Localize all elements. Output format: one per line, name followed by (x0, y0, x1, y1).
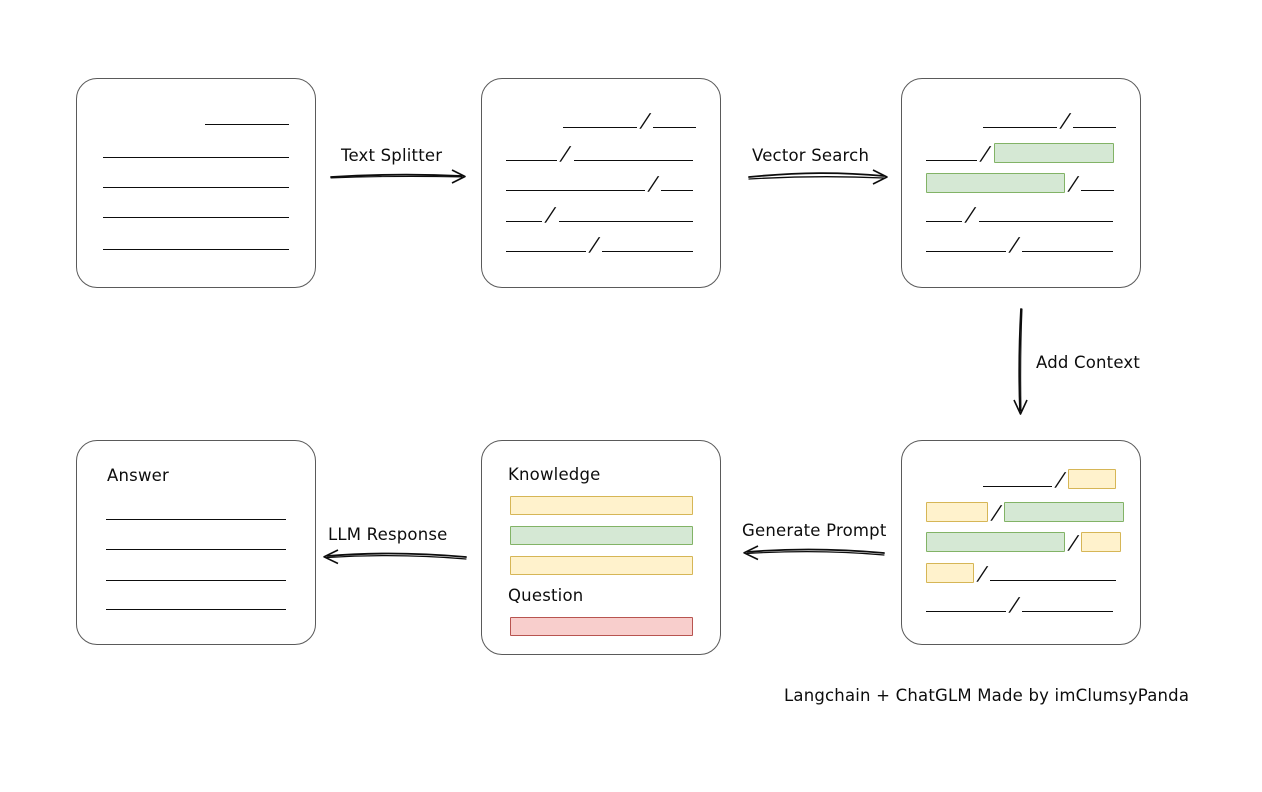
arrow-text-splitter (330, 169, 466, 184)
knowledge-bar (510, 496, 693, 515)
arrow-label-text-splitter: Text Splitter (341, 146, 443, 165)
arrow-llm-response (323, 549, 467, 565)
node-answer[interactable]: Answer (76, 440, 316, 645)
node-context-chunks[interactable]: / / / / / (901, 440, 1141, 645)
arrow-label-add-context: Add Context (1036, 353, 1141, 372)
arrow-generate-prompt (743, 545, 885, 561)
context-chunk-highlight (1081, 532, 1122, 552)
footer-credit: Langchain + ChatGLM Made by imClumsyPand… (784, 686, 1190, 705)
node-prompt[interactable]: Knowledge Question (481, 440, 721, 655)
arrow-label-vector-search: Vector Search (752, 146, 870, 165)
answer-label: Answer (107, 466, 169, 485)
arrow-add-context (1013, 308, 1028, 415)
arrow-vector-search (748, 169, 888, 185)
context-chunk-highlight (926, 563, 974, 583)
context-chunks-lines: / / / / / (902, 441, 1140, 644)
context-chunk-highlight (926, 532, 1065, 552)
matched-chunk-highlight (993, 143, 1114, 163)
arrow-label-generate-prompt: Generate Prompt (742, 521, 887, 540)
context-chunk-highlight (926, 502, 988, 522)
matched-chunks-lines: / / / / / (902, 79, 1140, 287)
context-chunk-highlight (1068, 469, 1116, 489)
question-label: Question (508, 586, 584, 605)
matched-chunk-highlight (926, 173, 1065, 193)
arrow-label-llm-response: LLM Response (328, 525, 448, 544)
answer-lines (77, 441, 315, 644)
source-document-lines (77, 79, 315, 287)
context-chunk-highlight (1004, 502, 1125, 522)
knowledge-bar (510, 526, 693, 545)
node-split-chunks[interactable]: / / / / / (481, 78, 721, 288)
node-source-document[interactable] (76, 78, 316, 288)
question-bar (510, 617, 693, 636)
split-chunks-lines: / / / / / (482, 79, 720, 287)
node-matched-chunks[interactable]: / / / / / (901, 78, 1141, 288)
knowledge-bar (510, 556, 693, 575)
knowledge-label: Knowledge (508, 465, 601, 484)
